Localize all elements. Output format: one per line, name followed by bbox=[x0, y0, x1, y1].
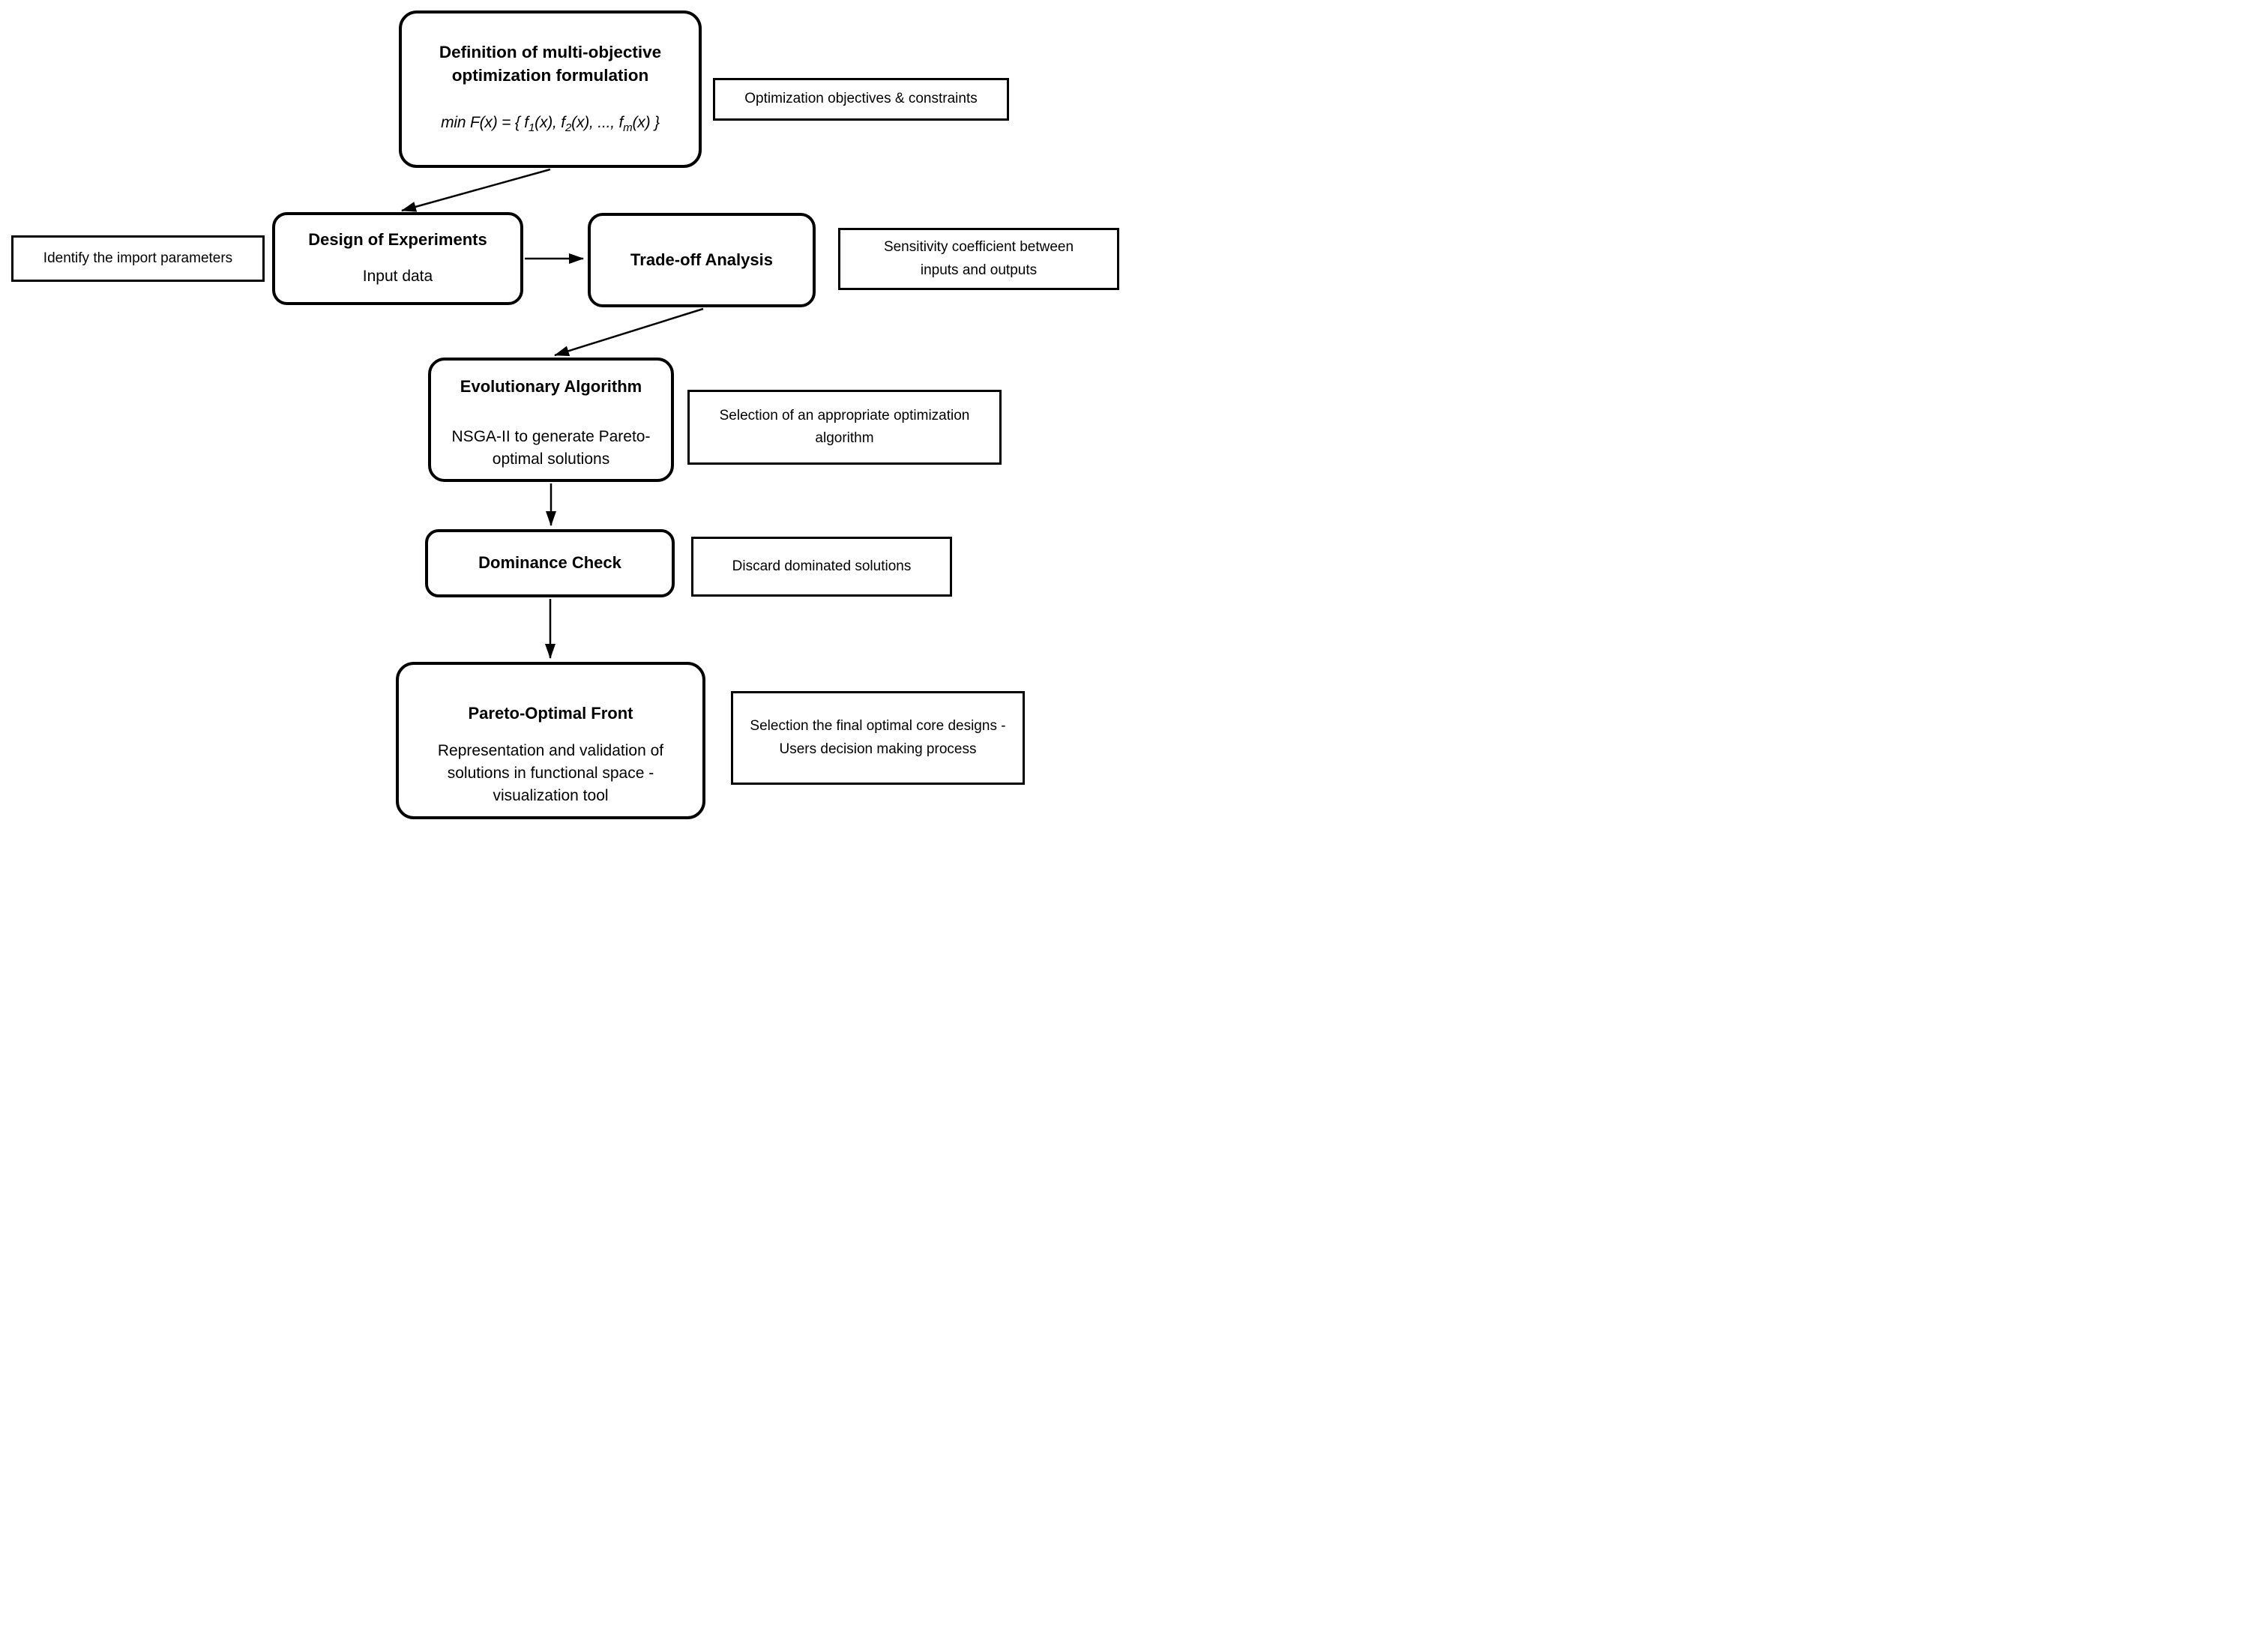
annotation-algorithm-selection: Selection of an appropriate optimization… bbox=[687, 390, 1002, 465]
flowchart-canvas: Definition of multi-objective optimizati… bbox=[0, 0, 1122, 826]
annotation-discard-solutions: Discard dominated solutions bbox=[691, 537, 952, 597]
annotation-parameters-text: Identify the import parameters bbox=[43, 250, 233, 266]
annotation-final-text: Selection the final optimal core designs… bbox=[750, 718, 1006, 757]
node-definition: Definition of multi-objective optimizati… bbox=[399, 10, 702, 168]
node-pareto-optimal-front: Pareto-Optimal Front Representation and … bbox=[396, 662, 705, 819]
annotation-selection-text: Selection of an appropriate optimization… bbox=[719, 407, 970, 446]
annotation-sensitivity-text: Sensitivity coefficient between inputs a… bbox=[883, 239, 1074, 278]
annotation-sensitivity-coefficient: Sensitivity coefficient between inputs a… bbox=[838, 228, 1119, 290]
node-definition-title: Definition of multi-objective optimizati… bbox=[439, 43, 662, 85]
node-dominance-check: Dominance Check bbox=[425, 529, 675, 597]
node-definition-formula: min F(x) = { f1(x), f2(x), ..., fm(x) } bbox=[441, 114, 660, 135]
connector-definition-to-doe bbox=[401, 168, 551, 212]
node-pareto-body: Representation and validation of solutio… bbox=[437, 741, 664, 804]
node-doe-title: Design of Experiments bbox=[308, 230, 487, 249]
annotation-discard-text: Discard dominated solutions bbox=[732, 558, 912, 574]
annotation-import-parameters: Identify the import parameters bbox=[11, 235, 265, 282]
node-pareto-title: Pareto-Optimal Front bbox=[468, 704, 633, 723]
node-dominance-title: Dominance Check bbox=[478, 553, 621, 573]
node-ea-body: NSGA-II to generate Pareto-optimal solut… bbox=[451, 428, 651, 468]
node-doe-body: Input data bbox=[362, 267, 433, 285]
node-ea-title: Evolutionary Algorithm bbox=[460, 377, 642, 396]
annotation-objectives-text: Optimization objectives & constraints bbox=[744, 91, 978, 107]
node-evolutionary-algorithm: Evolutionary Algorithm NSGA-II to genera… bbox=[428, 358, 674, 482]
annotation-final-selection: Selection the final optimal core designs… bbox=[731, 691, 1025, 785]
node-tradeoff-title: Trade-off Analysis bbox=[630, 250, 773, 269]
node-design-of-experiments: Design of Experiments Input data bbox=[272, 212, 523, 305]
connector-tradeoff-to-ea bbox=[554, 307, 704, 357]
annotation-objectives-constraints: Optimization objectives & constraints bbox=[713, 78, 1009, 121]
node-tradeoff-analysis: Trade-off Analysis bbox=[588, 213, 816, 307]
